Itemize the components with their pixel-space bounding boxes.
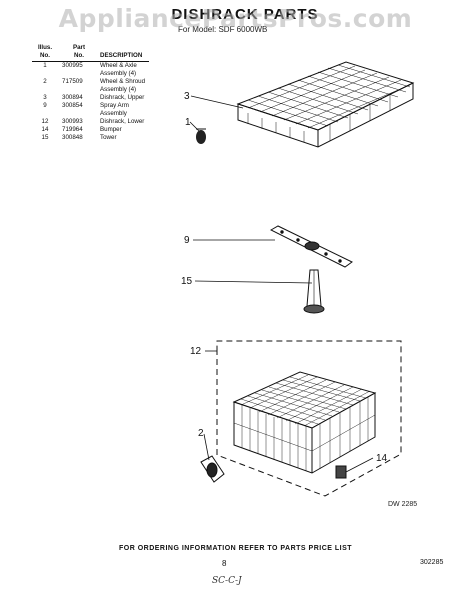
col-description: DESCRIPTION	[100, 44, 150, 62]
document-number: 302285	[420, 559, 444, 566]
ordering-note: FOR ORDERING INFORMATION REFER TO PARTS …	[118, 545, 353, 552]
tower	[303, 269, 325, 314]
upper-dishrack	[236, 61, 415, 148]
model-subtitle: For Model: SDF 6000WB	[178, 25, 268, 34]
callout-3: 3	[184, 91, 190, 102]
callout-12: 12	[190, 346, 202, 357]
wheel-axle-assembly	[196, 128, 206, 144]
callout-9: 9	[184, 235, 190, 246]
col-illus-no: Illus.No.	[32, 44, 62, 62]
callout-14: 14	[376, 453, 388, 464]
lower-dishrack	[232, 371, 377, 474]
callout-1: 1	[185, 117, 191, 128]
callout-15: 15	[181, 276, 193, 287]
spray-arm-assembly	[269, 225, 353, 268]
page-title: DISHRACK PARTS	[171, 6, 319, 23]
bumper	[335, 465, 347, 479]
leader-lines	[189, 95, 374, 473]
callout-2: 2	[198, 428, 204, 439]
page-number: 8	[222, 559, 227, 568]
handwritten-note: SC-C-J	[212, 576, 242, 586]
lower-dishrack-outline	[216, 340, 402, 497]
diagram-code: DW 2285	[388, 501, 418, 508]
wheel-shroud-assembly	[200, 455, 225, 483]
